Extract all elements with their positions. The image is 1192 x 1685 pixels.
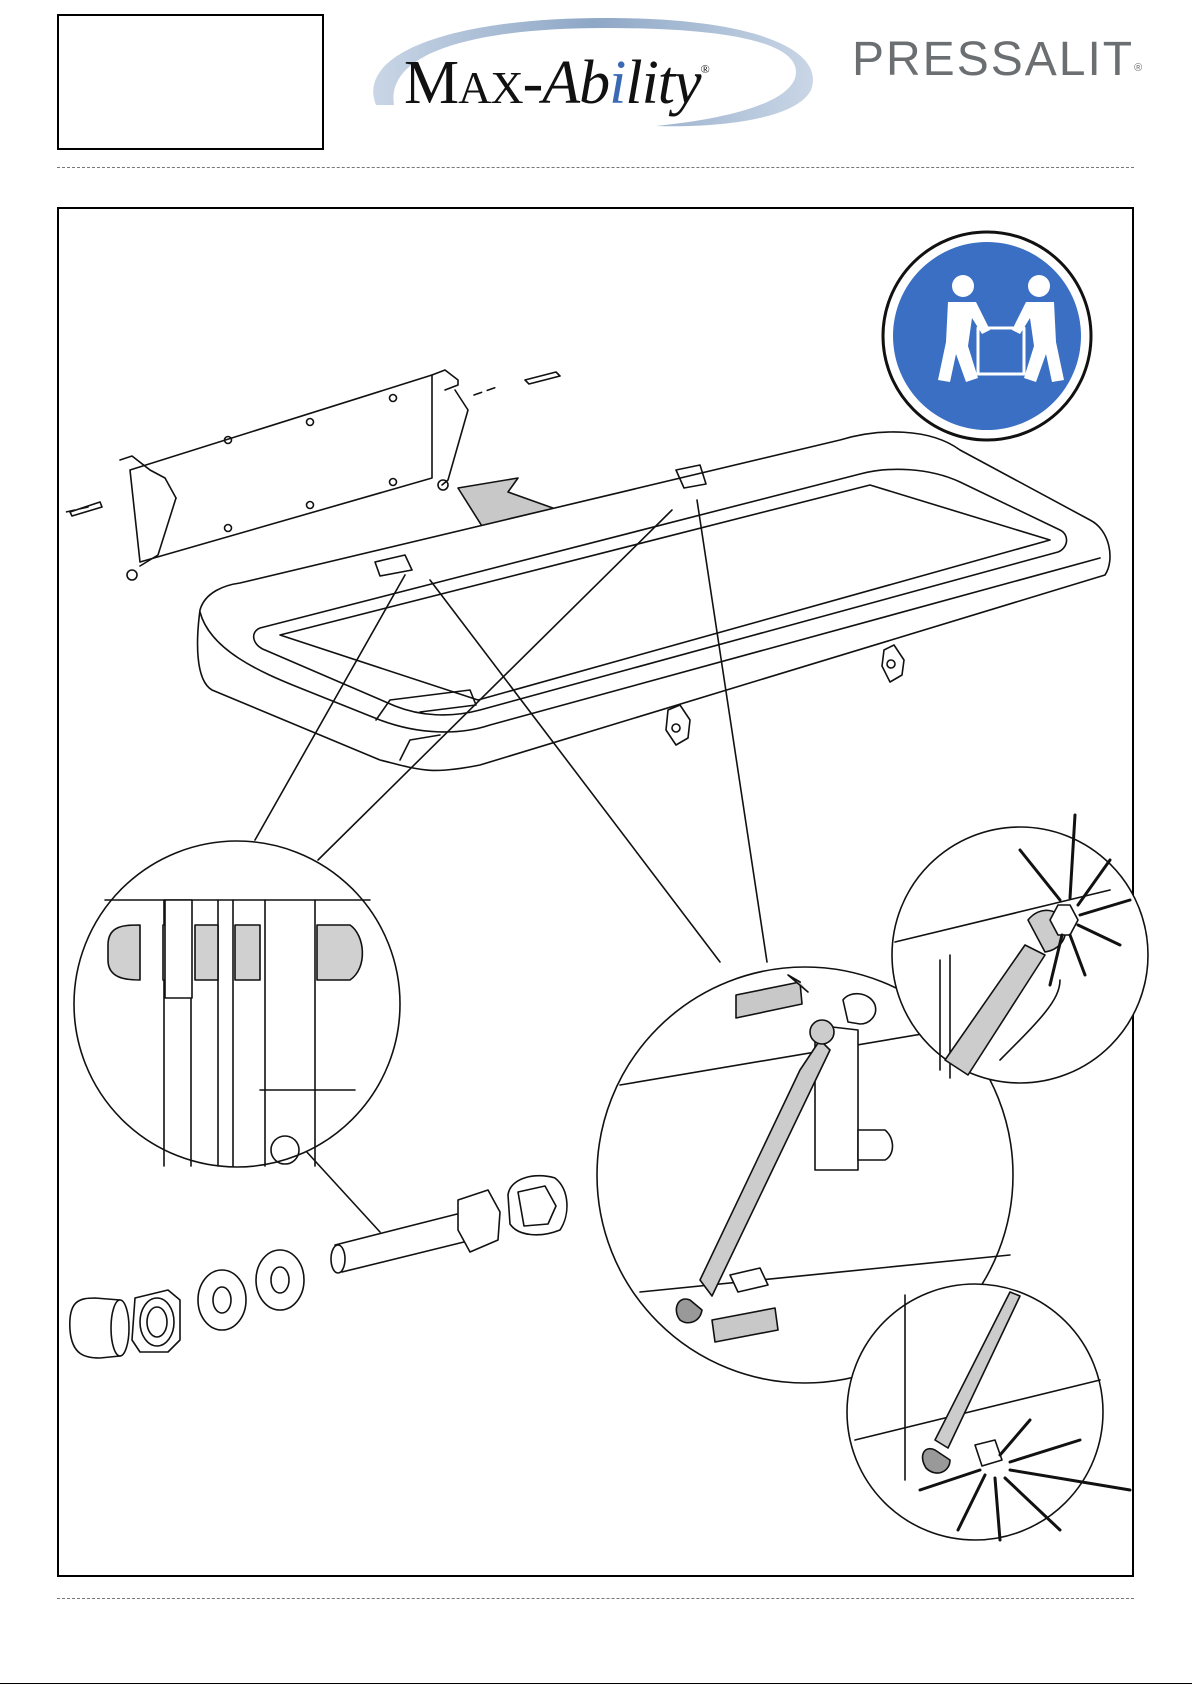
lower-mount-detail-view [847,1284,1130,1540]
upper-mount-detail-view [892,815,1148,1083]
two-person-lift-icon [883,232,1091,440]
page-bottom-rule [0,1683,1192,1684]
hardware-exploded-view [70,1176,567,1358]
hinge-detail-view [74,841,400,1167]
